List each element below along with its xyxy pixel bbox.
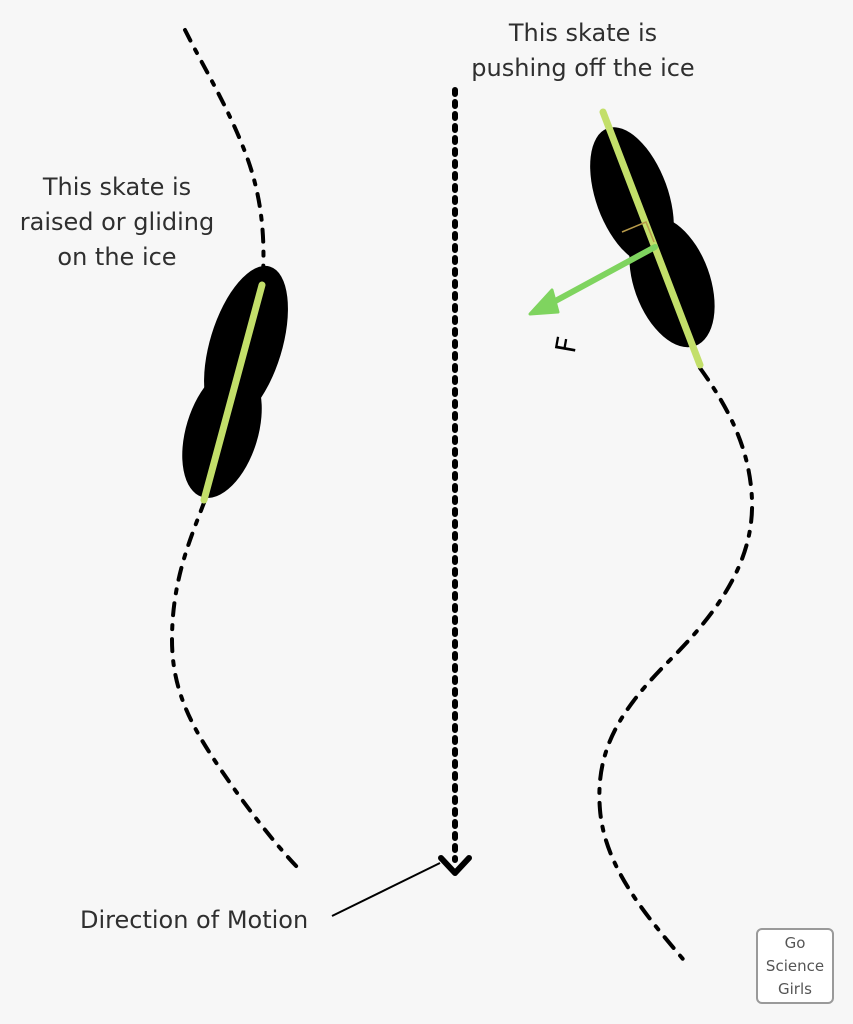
- left-skate-label: This skate is raised or gliding on the i…: [6, 170, 228, 275]
- force-label: F: [549, 334, 584, 356]
- watermark-logo: Go Science Girls: [756, 928, 834, 1004]
- left-skate-path-bottom: [169, 498, 302, 872]
- right-skate-label-line: pushing off the ice: [471, 54, 695, 82]
- left-skate-label-line: raised or gliding: [19, 208, 215, 236]
- right-skate-blade: [599, 108, 704, 369]
- left-skate-label-line: on the ice: [57, 243, 177, 271]
- force-arrow-shaft: [545, 244, 658, 308]
- right-skate-label: This skate is pushing off the ice: [452, 16, 714, 86]
- direction-pointer-line: [331, 862, 441, 917]
- direction-arrowhead: [438, 855, 472, 876]
- watermark-line: Go: [784, 934, 806, 952]
- force-arrowhead: [528, 288, 560, 316]
- watermark-line: Science: [765, 957, 825, 975]
- right-angle-marker: [621, 221, 655, 243]
- left-skate-label-line: This skate is: [42, 173, 192, 201]
- right-skate-path: [597, 366, 755, 967]
- left-skate-blade: [200, 281, 266, 504]
- right-skate: [590, 108, 715, 369]
- left-skate-path-top: [183, 28, 266, 292]
- left-skate: [182, 265, 288, 504]
- watermark-line: Girls: [778, 980, 812, 998]
- right-skate-label-line: This skate is: [508, 19, 658, 47]
- direction-of-motion-label: Direction of Motion: [80, 906, 309, 934]
